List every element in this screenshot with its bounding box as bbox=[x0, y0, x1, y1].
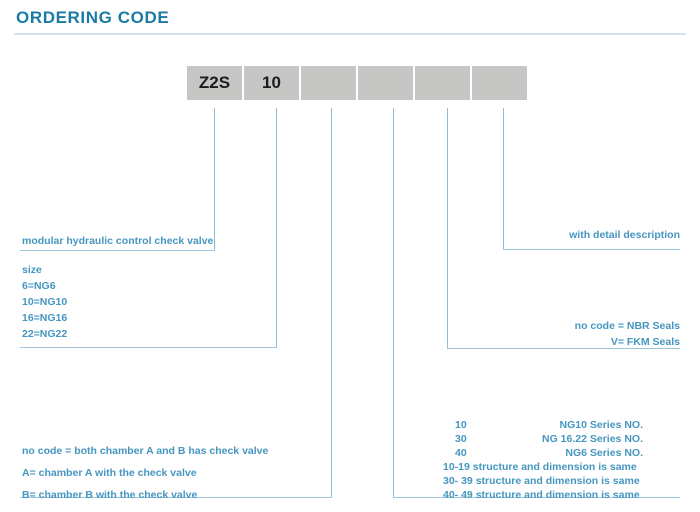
series-code: 10 bbox=[455, 419, 467, 431]
leader-line-5-vertical bbox=[447, 108, 448, 348]
code-box-4[interactable] bbox=[358, 66, 413, 100]
callout-size-option-3: 16=NG16 bbox=[22, 312, 68, 324]
leader-line-1-horizontal bbox=[20, 250, 215, 251]
series-code: 30 bbox=[455, 433, 467, 445]
code-box-6[interactable] bbox=[472, 66, 527, 100]
series-name: NG6 Series NO. bbox=[565, 447, 643, 459]
series-note-2: 30- 39 structure and dimension is same bbox=[443, 475, 640, 487]
series-code: 40 bbox=[455, 447, 467, 459]
leader-line-4-horizontal bbox=[393, 497, 680, 498]
leader-line-3-horizontal bbox=[20, 497, 332, 498]
series-number-table: 10 NG10 Series NO. 30 NG 16.22 Series NO… bbox=[455, 418, 643, 460]
callout-seals-block: no code = NBR Seals V= FKM Seals bbox=[480, 318, 680, 350]
leader-line-6-horizontal bbox=[503, 249, 680, 250]
ordering-code-boxes: Z2S 10 bbox=[187, 66, 527, 100]
callout-product: modular hydraulic control check valve bbox=[22, 235, 214, 247]
callout-chamber-option-3: B= chamber B with the check valve bbox=[22, 489, 198, 501]
series-row: 40 NG6 Series NO. bbox=[455, 446, 643, 460]
series-notes-block: 10-19 structure and dimension is same 30… bbox=[443, 460, 640, 502]
leader-line-5-horizontal bbox=[447, 348, 680, 349]
leader-line-2-horizontal bbox=[20, 347, 277, 348]
callout-size-option-4: 22=NG22 bbox=[22, 328, 68, 340]
page-title: ORDERING CODE bbox=[16, 8, 170, 27]
callout-seals-option-2: V= FKM Seals bbox=[610, 336, 680, 348]
callout-seals-option-1: no code = NBR Seals bbox=[574, 320, 680, 332]
leader-line-4-vertical bbox=[393, 108, 394, 497]
code-box-5[interactable] bbox=[415, 66, 470, 100]
callout-chamber-block: no code = both chamber A and B has check… bbox=[22, 440, 268, 506]
callout-size-block: size 6=NG6 10=NG10 16=NG16 22=NG22 bbox=[22, 262, 67, 342]
series-row: 10 NG10 Series NO. bbox=[455, 418, 643, 432]
callout-chamber-option-2: A= chamber A with the check valve bbox=[22, 467, 197, 479]
series-name: NG 16.22 Series NO. bbox=[542, 433, 643, 445]
series-note-3: 40- 49 structure and dimension is same bbox=[443, 489, 640, 501]
code-box-1[interactable]: Z2S bbox=[187, 66, 242, 100]
callout-detail-description: with detail description bbox=[569, 229, 680, 241]
code-box-3[interactable] bbox=[301, 66, 356, 100]
title-divider bbox=[14, 33, 686, 35]
leader-line-6-vertical bbox=[503, 108, 504, 250]
leader-line-1-vertical bbox=[214, 108, 215, 250]
callout-size-option-2: 10=NG10 bbox=[22, 296, 68, 308]
leader-line-2-vertical bbox=[276, 108, 277, 348]
callout-size-heading: size bbox=[22, 264, 42, 276]
leader-line-3-vertical bbox=[331, 108, 332, 497]
series-row: 30 NG 16.22 Series NO. bbox=[455, 432, 643, 446]
callout-size-option-1: 6=NG6 bbox=[22, 280, 56, 292]
series-note-1: 10-19 structure and dimension is same bbox=[443, 461, 637, 473]
callout-chamber-option-1: no code = both chamber A and B has check… bbox=[22, 445, 269, 457]
code-box-2[interactable]: 10 bbox=[244, 66, 299, 100]
series-name: NG10 Series NO. bbox=[559, 419, 643, 431]
